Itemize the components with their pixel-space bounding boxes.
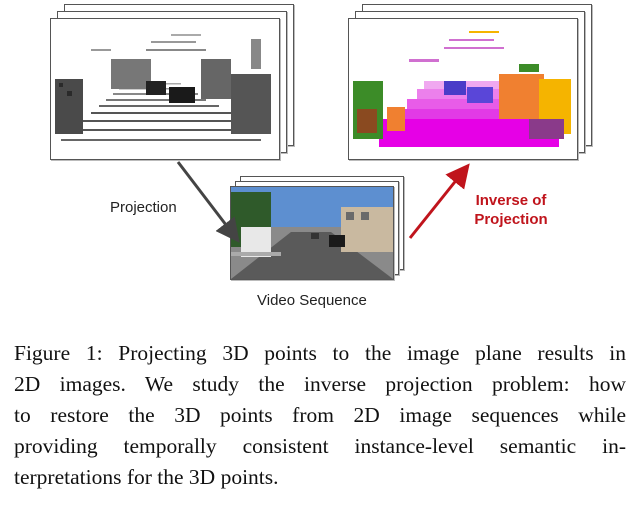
video-sequence-stack <box>230 176 410 286</box>
point-cloud-image <box>55 34 271 141</box>
inverse-projection-label: Inverse of Projection <box>466 191 556 229</box>
semantic-cloud-stack <box>348 4 598 164</box>
caption-line: providing temporally consistent instance… <box>14 434 626 458</box>
caption-line: 2D images. We study the inverse projecti… <box>14 372 626 396</box>
inverse-label-line1: Inverse of <box>475 192 547 209</box>
figure-arrows <box>176 161 470 243</box>
figure-1: Projection Inverse of Projection Video S… <box>50 4 598 309</box>
semantic-cloud-image <box>353 31 571 147</box>
video-sequence-label: Video Sequence <box>257 292 367 309</box>
point-cloud-card <box>50 18 280 160</box>
figure-caption: Figure 1: Projecting 3D points to the im… <box>14 338 626 493</box>
inverse-label-line2: Projection <box>474 211 548 228</box>
semantic-cloud-card <box>348 18 578 160</box>
projection-arrow <box>176 161 240 243</box>
inverse-projection-arrow <box>408 163 470 239</box>
video-frame-image <box>231 187 393 279</box>
projection-label: Projection <box>110 199 177 216</box>
video-frame-card <box>230 186 394 280</box>
point-cloud-stack <box>50 4 300 164</box>
caption-line: Figure 1: Projecting 3D points to the im… <box>14 341 626 365</box>
caption-line: terpretations for the 3D points. <box>14 465 279 489</box>
caption-line: to restore the 3D points from 2D image s… <box>14 403 626 427</box>
